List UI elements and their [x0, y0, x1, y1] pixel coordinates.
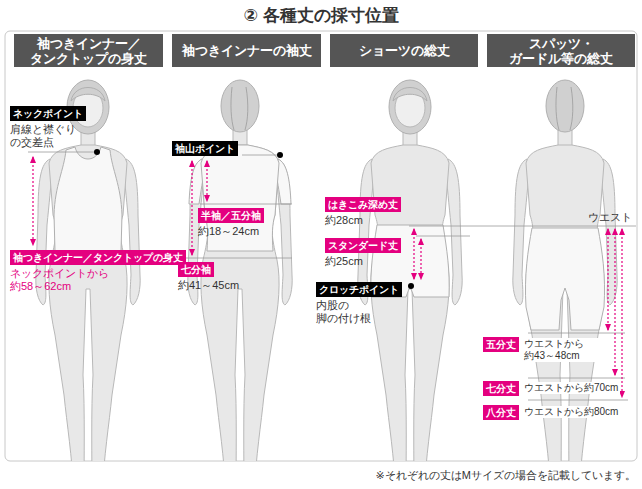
point-tag: ネックポイント肩線と襟ぐり の交差点 [10, 106, 92, 149]
tag-text: クロッチポイント [316, 282, 402, 297]
tag-text: スタンダード丈 [325, 238, 401, 253]
note-text: 約28cm [325, 214, 363, 227]
length-tag: 七分袖約41～45cm [178, 262, 239, 292]
waist-label: ウエスト [588, 211, 632, 224]
header-bar: ショーツの総丈 [330, 34, 478, 67]
header-text: 袖つきインナー／ タンクトップの身丈 [18, 36, 159, 66]
note-text: 内股の 脚の付け根 [316, 299, 386, 325]
tag-text: ネックポイント [10, 106, 86, 121]
header-bar: スパッツ・ ガードル等の総丈 [487, 34, 635, 67]
header-bar: 袖つきインナーの袖丈 [172, 34, 321, 67]
length-tag: はきこみ深め丈約28cm [325, 197, 401, 227]
title: ② 各種丈の採寸位置 [0, 4, 642, 27]
note-text: ウエストから約80cm [522, 406, 620, 418]
note-text: 肩線と襟ぐり の交差点 [10, 123, 92, 149]
tag-text: 半袖／五分袖 [198, 208, 264, 223]
length-tag: スタンダード丈約25cm [325, 238, 401, 268]
tag-text: 袖つきインナー／タンクトップの身丈 [10, 250, 186, 265]
point-tag: 袖山ポイント [172, 141, 238, 156]
tag-text: 袖山ポイント [172, 141, 238, 156]
length-tag: 八分丈ウエストから約80cm [483, 405, 620, 420]
tag-text: 七分袖 [178, 262, 214, 277]
tag-text: 五分丈 [483, 337, 519, 352]
header-text: ショーツの総丈 [359, 43, 450, 58]
tag-text: 七分丈 [483, 381, 519, 396]
header-bar: 袖つきインナー／ タンクトップの身丈 [14, 34, 163, 67]
note-text: ウエストから約70cm [522, 382, 620, 394]
tag-text: 八分丈 [483, 405, 519, 420]
note-text: 約18～24cm [198, 225, 259, 238]
header-text: 袖つきインナーの袖丈 [182, 43, 312, 58]
figure-front [358, 80, 462, 461]
reference-lines [28, 152, 636, 400]
length-tag: 五分丈ウエストから 約43～48cm [483, 337, 604, 362]
note-text: 約41～45cm [178, 279, 239, 292]
measure-lines [33, 157, 622, 397]
length-tag: 七分丈ウエストから約70cm [483, 381, 620, 396]
note-text: 約25cm [325, 255, 363, 268]
header-text: スパッツ・ ガードル等の総丈 [491, 36, 631, 66]
footnote: ※それぞれの丈はMサイズの場合を記載しています。 [376, 468, 636, 482]
tag-text: はきこみ深め丈 [325, 197, 401, 212]
length-tag: 半袖／五分袖約18～24cm [198, 208, 264, 238]
point-dot [94, 149, 414, 289]
point-tag: クロッチポイント内股の 脚の付け根 [316, 282, 402, 325]
note-text: ウエストから 約43～48cm [522, 338, 604, 362]
figure-back [513, 80, 617, 461]
note-text: ネックポイントから 約58～62cm [10, 267, 135, 293]
length-tag: 袖つきインナー／タンクトップの身丈ネックポイントから 約58～62cm [10, 250, 186, 293]
